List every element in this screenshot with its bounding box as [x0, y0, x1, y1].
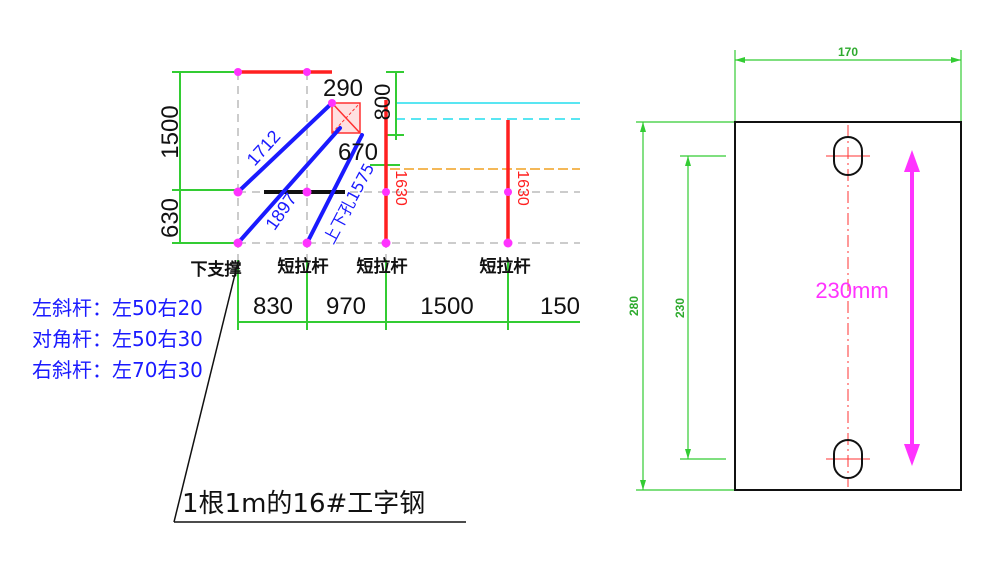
plate-width-dim: 170 [838, 45, 858, 59]
plate-height-dim: 280 [627, 296, 641, 316]
label-bottom-support: 下支撑 [191, 259, 242, 280]
dim-630-vertical: 630 [157, 198, 184, 238]
tie-length-1630-a: 1630 [392, 170, 409, 206]
adjustment-arrow [904, 150, 920, 466]
dim-670: 670 [338, 139, 378, 166]
cyan-lines [395, 102, 580, 120]
slot-hole-top [833, 136, 863, 176]
plate-dimension-lines [636, 50, 962, 491]
dimension-lines-left [172, 71, 580, 330]
dim-1500-vertical: 1500 [157, 105, 184, 158]
beam-note: 1根1m的16#工字钢 [182, 489, 425, 519]
nodes [233, 68, 513, 248]
note-left-diagonal: 左斜杆：左50右20 [32, 296, 203, 320]
plate-detail: 170 280 230 230mm [627, 45, 962, 491]
dim-830: 830 [253, 293, 293, 320]
connection-plate [331, 102, 361, 134]
label-short-tie-3: 短拉杆 [480, 256, 531, 277]
diagonal-members [236, 101, 364, 245]
dim-150: 150 [540, 293, 580, 320]
bracing-elevation: 1500 630 290 800 670 1712 1897 上下孔1575 1… [32, 68, 580, 523]
dim-1500-horizontal: 1500 [420, 293, 473, 320]
dim-290: 290 [323, 75, 363, 102]
dim-800-vertical: 800 [370, 84, 395, 121]
label-short-tie-2: 短拉杆 [357, 256, 408, 277]
member-length-1712: 1712 [243, 126, 285, 169]
dim-970: 970 [326, 293, 366, 320]
red-ties [238, 70, 510, 243]
slot-hole-bottom [833, 439, 863, 479]
hole-spacing-dim: 230 [673, 298, 687, 318]
note-corner-diagonal: 对角杆：左50右30 [32, 327, 203, 351]
label-short-tie-1: 短拉杆 [278, 256, 329, 277]
dimension-arrowheads [640, 57, 961, 490]
note-right-diagonal: 右斜杆：左70右30 [32, 358, 203, 382]
tie-length-1630-b: 1630 [514, 170, 531, 206]
center-label: 230mm [815, 278, 888, 303]
leader-line [173, 261, 466, 523]
